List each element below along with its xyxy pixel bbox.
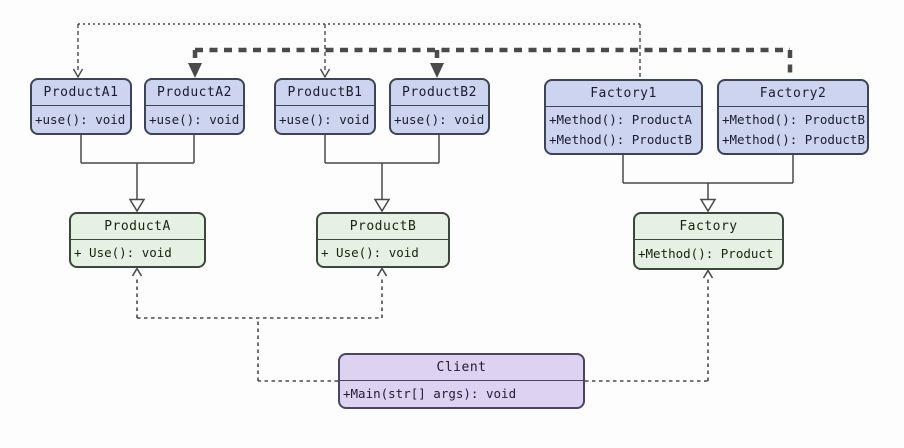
class-member: +use(): void <box>35 111 126 127</box>
class-member: +Method(): Product <box>638 246 774 261</box>
class-member: +Method(): ProductA <box>549 112 692 127</box>
class-box-productb2: ProductB2 +use(): void <box>389 78 490 135</box>
dependency-factory2-lines <box>188 47 793 78</box>
class-member: +Main(str[] args): void <box>343 386 517 401</box>
class-title: ProductA2 <box>146 80 243 106</box>
class-title: ProductB2 <box>391 80 488 106</box>
class-box-producta: ProductA + Use(): void <box>69 212 206 268</box>
class-members: +use(): void <box>146 106 243 133</box>
class-box-factory: Factory +Method(): Product <box>633 212 784 270</box>
class-title: Factory <box>635 214 782 240</box>
class-title: ProductB <box>318 214 448 240</box>
inheritance-productb-lines <box>324 135 440 213</box>
class-members: +use(): void <box>32 106 130 133</box>
class-title: ProductB1 <box>276 80 374 106</box>
hollow-triangle-arrowhead-factory <box>699 198 717 213</box>
class-members: +use(): void <box>276 106 374 133</box>
inheritance-factory-lines <box>622 155 794 213</box>
dependency-client-left-lines <box>131 266 388 382</box>
class-box-factory2: Factory2 +Method(): ProductB +Method(): … <box>717 79 869 155</box>
open-arrowhead-producta-bottom <box>131 266 143 277</box>
class-members: +Method(): ProductB +Method(): ProductB <box>719 107 867 153</box>
class-box-productb: ProductB + Use(): void <box>316 212 450 268</box>
class-member: +Method(): ProductB <box>722 112 865 127</box>
dependency-factory1-lines <box>72 23 641 79</box>
class-member: +Method(): ProductB <box>549 132 692 147</box>
dependency-client-right-lines <box>585 268 714 382</box>
class-members: +Main(str[] args): void <box>340 381 583 407</box>
class-title: ProductA1 <box>32 80 130 106</box>
hollow-triangle-arrowhead-producta <box>128 198 146 213</box>
class-members: + Use(): void <box>71 240 204 266</box>
open-arrowhead-productb-bottom <box>376 266 388 277</box>
class-member: + Use(): void <box>74 245 172 260</box>
filled-arrowhead-productb2 <box>430 63 444 78</box>
class-member: +Method(): ProductB <box>722 132 865 147</box>
class-box-factory1: Factory1 +Method(): ProductA +Method(): … <box>544 79 703 155</box>
class-title: ProductA <box>71 214 204 240</box>
class-members: +Method(): Product <box>635 240 782 268</box>
class-box-producta1: ProductA1 +use(): void <box>30 78 132 135</box>
class-member: +use(): void <box>149 111 240 127</box>
open-arrowhead-producta1 <box>72 68 84 79</box>
class-member: +use(): void <box>394 111 485 127</box>
class-title: Client <box>340 355 583 381</box>
open-arrowhead-productb1 <box>319 68 331 79</box>
class-box-productb1: ProductB1 +use(): void <box>274 78 376 135</box>
class-title: Factory1 <box>546 81 701 107</box>
class-members: +Method(): ProductA +Method(): ProductB <box>546 107 701 153</box>
open-arrowhead-factory-bottom <box>702 268 714 279</box>
class-members: +use(): void <box>391 106 488 133</box>
hollow-triangle-arrowhead-productb <box>373 198 391 213</box>
class-members: + Use(): void <box>318 240 448 266</box>
class-member: + Use(): void <box>321 245 419 260</box>
class-title: Factory2 <box>719 81 867 107</box>
inheritance-producta-lines <box>80 135 195 213</box>
class-member: +use(): void <box>279 111 370 127</box>
class-box-producta2: ProductA2 +use(): void <box>144 78 245 135</box>
filled-arrowhead-producta2 <box>188 63 202 78</box>
class-box-client: Client +Main(str[] args): void <box>338 353 585 409</box>
